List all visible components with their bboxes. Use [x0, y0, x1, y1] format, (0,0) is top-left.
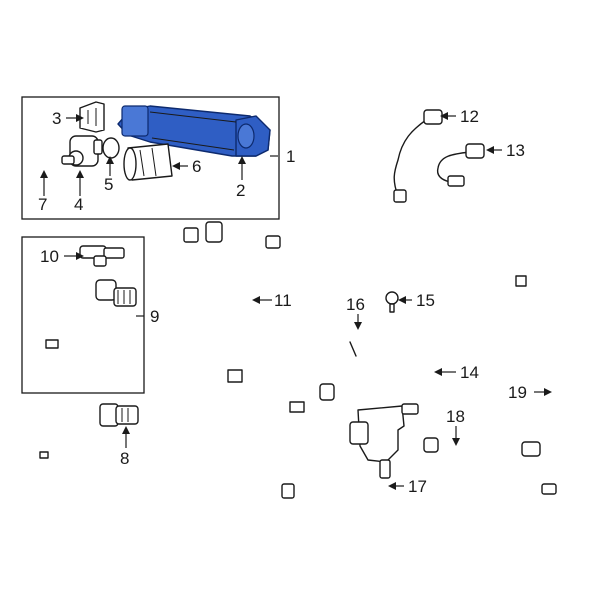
callout-3: 3 — [52, 109, 61, 128]
canister-filter[interactable] — [123, 143, 173, 181]
canister-bracket[interactable] — [79, 101, 105, 133]
callout-9: 9 — [150, 307, 159, 326]
callout-17: 17 — [408, 477, 427, 496]
callout-8: 8 — [120, 449, 129, 468]
pressure-sensor[interactable] — [79, 245, 125, 267]
hose-clip[interactable] — [385, 291, 399, 313]
callout-15: 15 — [416, 291, 435, 310]
purge-pump[interactable] — [61, 135, 103, 167]
callout-5: 5 — [104, 175, 113, 194]
callout-18: 18 — [446, 407, 465, 426]
callout-4: 4 — [74, 195, 83, 214]
oxygen-sensor-downstream[interactable] — [436, 143, 485, 187]
callout-16: 16 — [346, 295, 365, 314]
vent-hose[interactable] — [387, 343, 444, 399]
callout-6: 6 — [192, 157, 201, 176]
callout-10: 10 — [40, 247, 59, 266]
oxygen-sensor-upstream[interactable] — [393, 109, 443, 203]
long-vapor-line[interactable] — [265, 212, 570, 495]
group-box-canister — [21, 96, 280, 220]
leak-detection-pump[interactable] — [349, 403, 419, 479]
connector-hose[interactable] — [327, 323, 375, 365]
callout-14: 14 — [460, 363, 479, 382]
callout-12: 12 — [460, 107, 479, 126]
main-vapor-line[interactable] — [183, 221, 335, 499]
callout-7: 7 — [38, 195, 47, 214]
callout-19: 19 — [508, 383, 527, 402]
callout-2: 2 — [236, 181, 245, 200]
o-ring[interactable] — [102, 137, 120, 159]
vapor-line-assembly[interactable] — [45, 279, 137, 379]
purge-hose[interactable] — [29, 137, 63, 173]
vapor-canister[interactable] — [117, 105, 271, 157]
fresh-air-hose[interactable] — [423, 426, 541, 457]
callout-13: 13 — [506, 141, 525, 160]
callout-1: 1 — [286, 147, 295, 166]
group-box-vapor-line — [21, 236, 145, 394]
vapor-line[interactable] — [39, 403, 139, 498]
callout-11: 11 — [274, 291, 292, 310]
